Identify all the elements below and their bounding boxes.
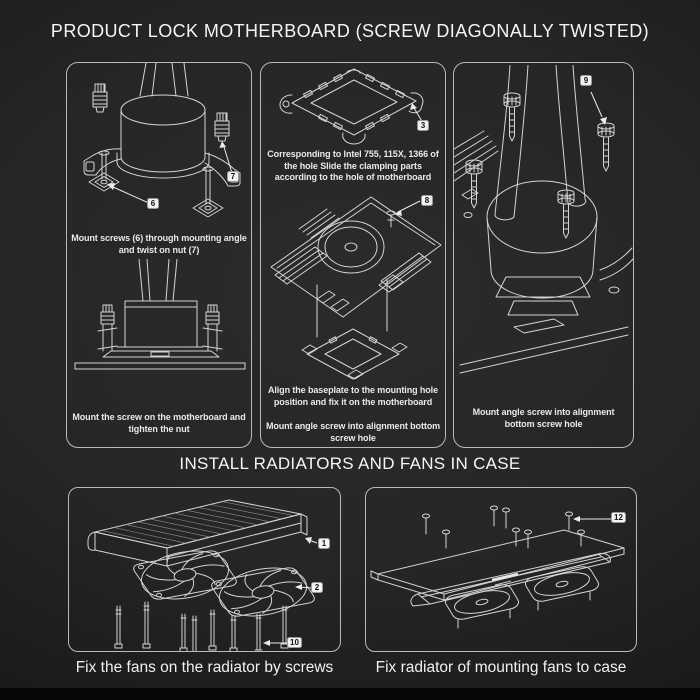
part-label-screw-8: 8 (421, 195, 433, 206)
part-label-nut-7: 7 (227, 171, 239, 182)
bottom-border-strip (0, 688, 700, 700)
panel-angle-screw: 9 Mount angle screw into alignment botto… (453, 62, 634, 448)
part-label-screw-12: 12 (611, 512, 626, 523)
part-label-screw-6: 6 (147, 198, 159, 209)
caption-mount-screws: Mount screws (6) through mounting angle … (71, 233, 247, 255)
panel-clamping-parts: 3 Corresponding to Intel 755, 115X, 1366… (260, 62, 446, 448)
radiator-fans-screws-illustration (87, 499, 318, 651)
baseplate-motherboard-illustration (270, 196, 442, 380)
part-label-fan-2: 2 (311, 582, 323, 593)
case-top-radiator-illustration (370, 505, 625, 629)
part-label-screw-10: 10 (287, 637, 302, 648)
caption-align-baseplate: Align the baseplate to the mounting hole… (267, 385, 438, 407)
part-label-screw-9: 9 (580, 75, 592, 86)
caption-intel-holes: Corresponding to Intel 755, 115X, 1366 o… (267, 149, 439, 183)
caption-fix-fans: Fix the fans on the radiator by screws (75, 659, 334, 676)
pump-closeup-illustration (454, 65, 633, 374)
panel-fans-on-radiator: 1 2 10 (68, 487, 341, 652)
pump-mount-screws-illustration (83, 63, 241, 218)
caption-angle-screw: Mount angle screw into alignment bottom … (472, 407, 615, 429)
caption-fix-radiator: Fix radiator of mounting fans to case (375, 659, 627, 676)
clamp-frame-illustration (279, 68, 424, 145)
part-label-radiator-1: 1 (318, 538, 330, 549)
panel-radiator-to-case: 12 (365, 487, 637, 652)
part-label-clamp-3: 3 (417, 120, 429, 131)
panel-mount-pump: 6 7 Mount screws (6) through mounting an… (66, 62, 252, 448)
caption-tighten-nut: Mount the screw on the motherboard and t… (72, 412, 246, 434)
pump-on-motherboard-illustration (74, 259, 246, 370)
section-title-lock-motherboard: PRODUCT LOCK MOTHERBOARD (SCREW DIAGONAL… (50, 21, 650, 41)
section-title-install-radiators: INSTALL RADIATORS AND FANS IN CASE (179, 454, 521, 473)
caption-angle-screw-mid: Mount angle screw into alignment bottom … (265, 421, 441, 443)
